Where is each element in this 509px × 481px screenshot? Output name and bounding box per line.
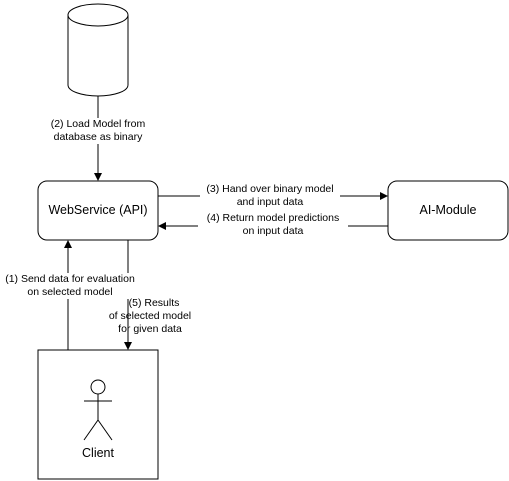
- webservice-label: WebService (API): [48, 203, 148, 217]
- edge-send-data-line2: on selected model: [27, 286, 113, 298]
- edge-return-predictions-label: (4) Return model predictions on input da…: [198, 212, 348, 238]
- edge-return-predictions-line2: on input data: [242, 225, 304, 237]
- database-cylinder[interactable]: [67, 3, 129, 97]
- edge-load-model-line2: database as binary: [53, 131, 143, 143]
- client-label: Client: [82, 446, 114, 460]
- edge-send-data-label: (1) Send data for evaluation on selected…: [0, 273, 140, 299]
- client-node[interactable]: [37, 349, 159, 480]
- edge-hand-over-line1: (3) Hand over binary model: [206, 183, 334, 195]
- edge-results-line1: (5) Results: [128, 297, 180, 309]
- edge-results-label: (5) Results of selected model for given …: [100, 297, 200, 336]
- actor-icon: [83, 379, 113, 441]
- edge-hand-over-line2: and input data: [236, 196, 304, 208]
- edge-hand-over-label: (3) Hand over binary model and input dat…: [200, 183, 340, 209]
- ai-module-node[interactable]: [387, 180, 509, 241]
- webservice-node[interactable]: [37, 180, 159, 241]
- edge-load-model-line1: (2) Load Model from: [50, 118, 146, 130]
- edge-results-line2: of selected model: [108, 310, 192, 322]
- edge-send-data-line1: (1) Send data for evaluation: [5, 273, 135, 285]
- ai-module-label: AI-Module: [419, 203, 477, 217]
- edge-return-predictions-line1: (4) Return model predictions: [206, 212, 340, 224]
- edge-load-model-label: (2) Load Model from database as binary: [48, 118, 148, 144]
- edge-results-line3: for given data: [118, 323, 182, 335]
